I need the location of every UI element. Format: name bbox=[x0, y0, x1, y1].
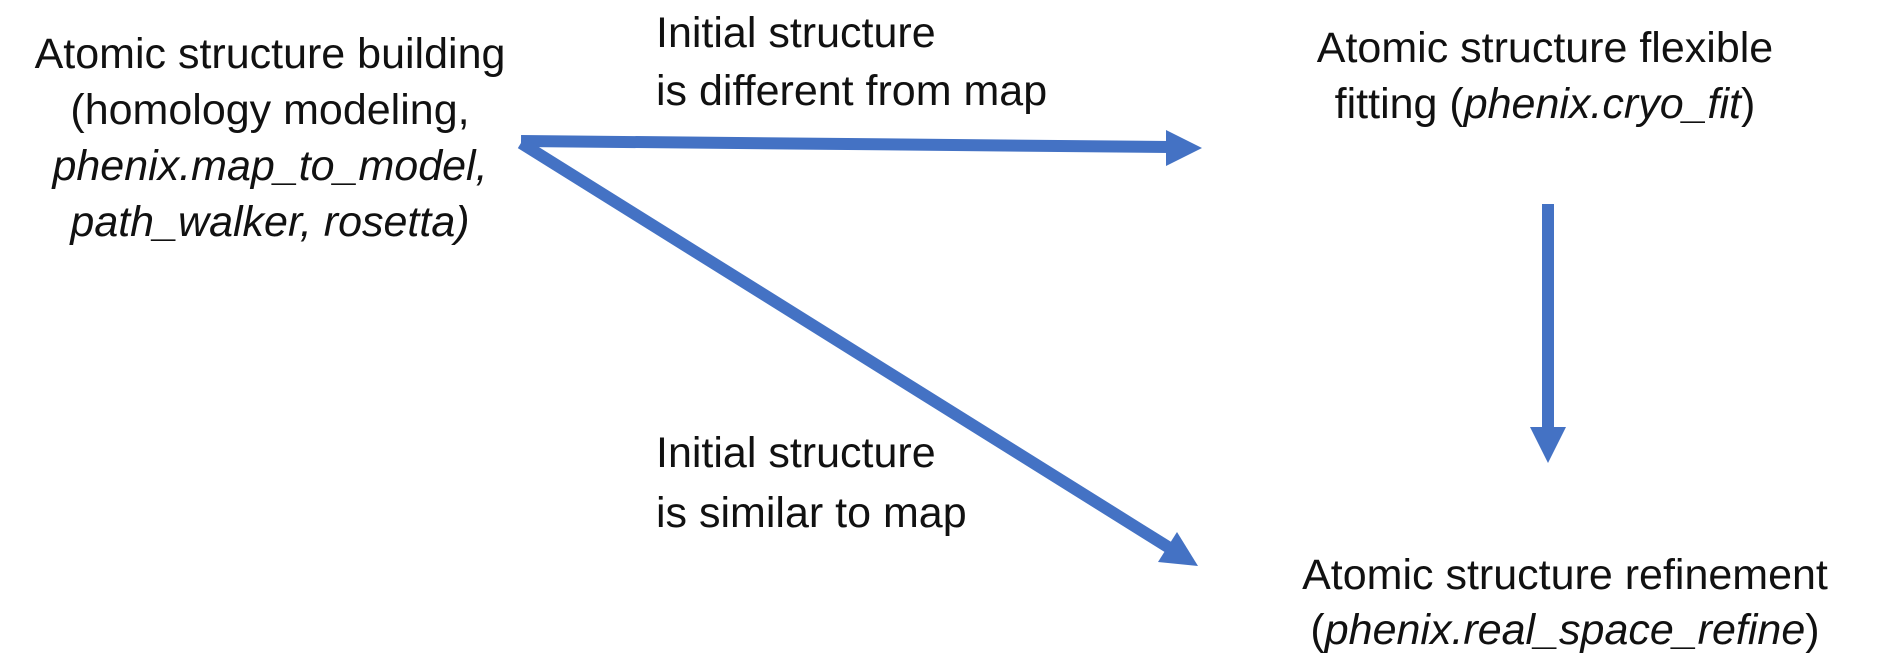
arrow-building-to-fitting bbox=[520, 130, 1202, 166]
node-fitting-line2-italic: phenix.cryo_fit bbox=[1463, 80, 1741, 128]
node-fitting: Atomic structure flexible fitting (pheni… bbox=[1295, 20, 1795, 132]
arrow-building-to-refinement-shaft bbox=[517, 137, 1172, 553]
edge-label-similar-line2: is similar to map bbox=[656, 489, 967, 537]
node-refinement-line2: (phenix.real_space_refine) bbox=[1245, 603, 1884, 658]
arrow-building-to-fitting-shaft bbox=[520, 135, 1171, 153]
node-building: Atomic structure building (homology mode… bbox=[0, 26, 540, 250]
node-refinement-line1: Atomic structure refinement bbox=[1302, 551, 1828, 599]
arrow-building-to-refinement bbox=[517, 137, 1198, 566]
node-fitting-line2: fitting (phenix.cryo_fit) bbox=[1295, 76, 1795, 132]
edge-label-similar-line1: Initial structure bbox=[656, 429, 936, 477]
node-refinement: Atomic structure refinement (phenix.real… bbox=[1245, 548, 1884, 658]
edge-label-different-line2: is different from map bbox=[656, 67, 1048, 115]
node-refinement-line2-pre: ( bbox=[1310, 606, 1325, 654]
edge-label-different: Initial structure is different from map bbox=[656, 4, 1047, 120]
node-fitting-line2-pre: fitting ( bbox=[1334, 80, 1464, 128]
node-refinement-line2-italic: phenix.real_space_refine bbox=[1324, 606, 1806, 654]
node-fitting-line1: Atomic structure flexible bbox=[1316, 24, 1774, 72]
node-building-line4: path_walker, rosetta) bbox=[70, 198, 470, 246]
arrow-fitting-to-refinement-head bbox=[1530, 427, 1566, 463]
node-building-line1: Atomic structure building bbox=[34, 30, 506, 78]
node-building-line3: phenix.map_to_model, bbox=[52, 142, 488, 190]
edge-label-different-line1: Initial structure bbox=[656, 9, 936, 57]
arrow-fitting-to-refinement bbox=[1530, 204, 1566, 463]
node-fitting-line2-post: ) bbox=[1740, 80, 1756, 128]
arrow-building-to-refinement-head bbox=[1158, 532, 1198, 566]
node-building-line2: (homology modeling, bbox=[70, 86, 470, 134]
edge-label-similar: Initial structure is similar to map bbox=[656, 423, 967, 543]
node-refinement-line2-post: ) bbox=[1805, 606, 1820, 654]
arrow-building-to-fitting-head bbox=[1166, 130, 1202, 166]
